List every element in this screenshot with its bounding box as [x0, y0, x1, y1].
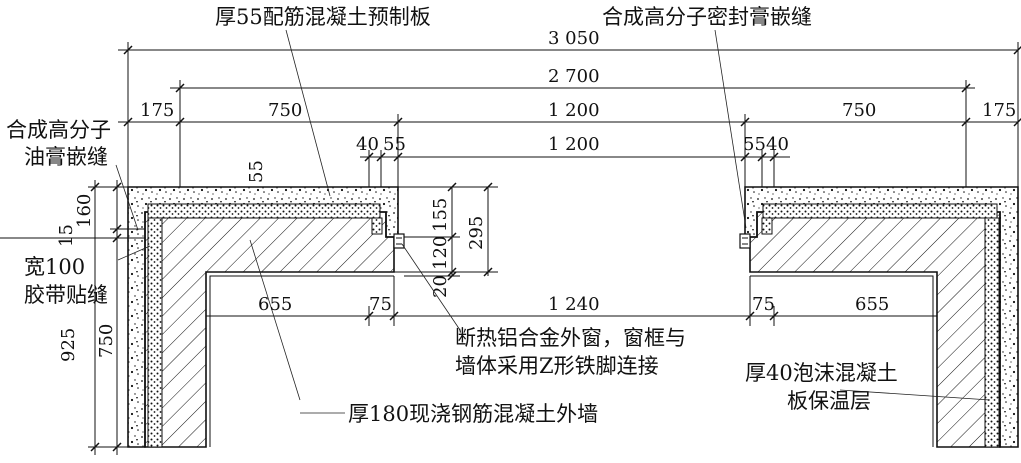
right-wall-assembly	[744, 186, 1019, 448]
dim-v-155: 155	[430, 198, 451, 232]
label-foam-1: 厚40泡沫混凝土	[745, 361, 898, 385]
label-oil-sealant-1: 合成高分子	[6, 118, 111, 142]
label-window-1: 断热铝合金外窗，窗框与	[455, 326, 686, 350]
dim-55-left: 55	[383, 134, 406, 155]
dim-v-55: 55	[246, 160, 267, 183]
dim-v-15: 15	[56, 224, 77, 247]
dim-175-left: 175	[140, 100, 174, 121]
label-precast-slab: 厚55配筋混凝土预制板	[215, 5, 431, 29]
dim-655-left: 655	[258, 294, 292, 315]
label-window-2: 墙体采用Z形铁脚连接	[455, 354, 659, 378]
dim-overall: 3 050	[548, 28, 600, 49]
label-tape-2: 胶带贴缝	[24, 283, 108, 307]
dim-175-right: 175	[982, 100, 1016, 121]
left-dimension-lines	[0, 180, 145, 455]
window-frame-right	[739, 233, 751, 249]
lower-dimension-lines	[206, 276, 937, 326]
dim-v-295: 295	[466, 216, 487, 250]
label-oil-sealant-2: 油膏嵌缝	[24, 145, 108, 169]
dim-inner: 2 700	[548, 66, 600, 87]
label-foam-2: 板保温层	[787, 389, 871, 413]
dim-1200-mid: 1 200	[548, 134, 600, 155]
mid-dimension-lines	[394, 182, 498, 281]
dim-1240: 1 240	[548, 294, 600, 315]
dim-40-right: 40	[766, 134, 789, 155]
leader-lines	[115, 29, 991, 414]
label-sealant-top: 合成高分子密封膏嵌缝	[602, 5, 812, 29]
dim-v-750: 750	[96, 324, 117, 358]
label-tape-1: 宽100	[24, 255, 85, 279]
dim-750-right: 750	[842, 100, 876, 121]
dim-75-right: 75	[752, 294, 775, 315]
dim-655-right: 655	[855, 294, 889, 315]
dim-1200-top: 1 200	[548, 100, 600, 121]
dim-v-120: 120	[430, 236, 451, 270]
dim-55-right: 55	[743, 134, 766, 155]
label-wall: 厚180现浇钢筋混凝土外墙	[348, 402, 598, 426]
dim-750-left: 750	[268, 100, 302, 121]
dim-75-left: 75	[369, 294, 392, 315]
top-dimension-lines	[118, 42, 1021, 187]
dim-v-20: 20	[430, 275, 451, 298]
dim-40-left: 40	[356, 134, 379, 155]
window-frame-left	[393, 233, 405, 249]
dim-v-160: 160	[74, 194, 95, 228]
dim-v-925: 925	[58, 328, 79, 362]
